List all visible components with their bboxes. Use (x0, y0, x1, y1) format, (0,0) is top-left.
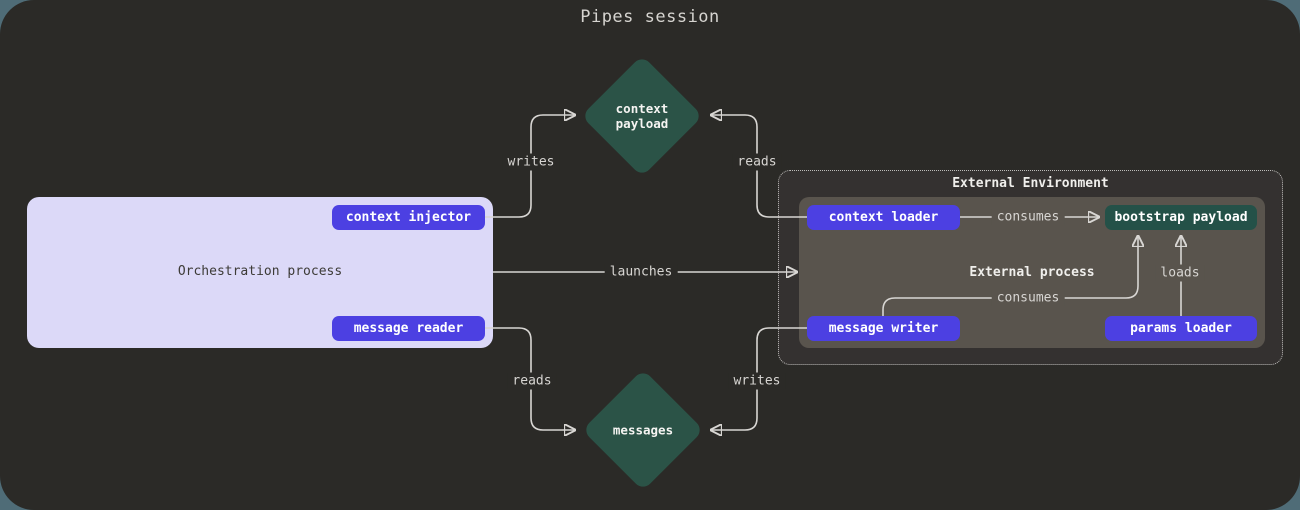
edge-label-consumes-messages: consumes (991, 289, 1065, 307)
node-bootstrap-payload: bootstrap payload (1105, 205, 1257, 230)
edge-label-writes-bottom: writes (728, 372, 786, 390)
messages-label: messages (612, 422, 674, 438)
context-payload-label: context payload (615, 101, 669, 131)
node-message-reader: message reader (332, 316, 485, 341)
edge-label-loads: loads (1155, 264, 1205, 282)
diagram-title: Pipes session (580, 7, 720, 27)
edge-label-reads-top: reads (732, 153, 782, 171)
node-message-writer: message writer (807, 316, 960, 341)
edge-label-writes-top: writes (502, 153, 560, 171)
edge-label-reads-bottom: reads (507, 372, 557, 390)
node-params-loader: params loader (1105, 316, 1257, 341)
external-process-label: External process (969, 265, 1095, 280)
edge-label-consumes-context: consumes (991, 208, 1065, 226)
node-context-loader: context loader (807, 205, 960, 230)
external-environment-label: External Environment (952, 176, 1109, 191)
node-context-injector: context injector (332, 205, 485, 230)
edge-label-launches: launches (604, 263, 678, 281)
orchestration-process-label: Orchestration process (177, 264, 343, 279)
